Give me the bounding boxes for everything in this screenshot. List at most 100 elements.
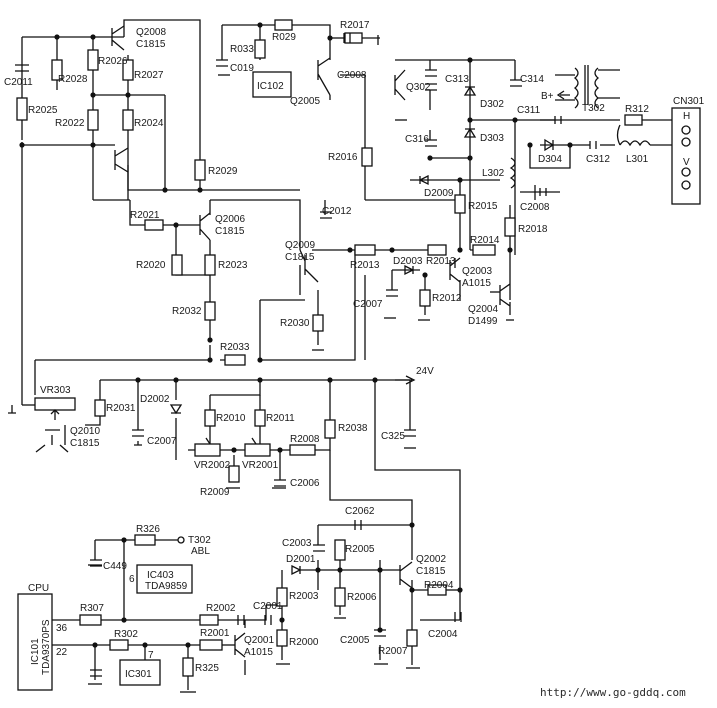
label-c449: C449 <box>103 561 127 572</box>
label-ic101-a: IC101 <box>30 638 41 665</box>
label-d2009: D2009 <box>424 188 454 199</box>
label-ic101-b: TDA9370PS <box>41 619 52 675</box>
label-c2005: C2005 <box>340 635 370 646</box>
label-c2007a: C2007 <box>353 299 383 310</box>
label-r312: R312 <box>625 104 649 115</box>
label-r2012: R2012 <box>432 293 462 304</box>
label-c316: C316 <box>405 134 429 145</box>
label-bplus: B+ <box>541 91 554 102</box>
label-c2006: C2006 <box>290 478 320 489</box>
label-pin-v: V <box>683 157 690 168</box>
label-r2006: R2006 <box>347 592 377 603</box>
label-r2021: R2021 <box>130 210 160 221</box>
label-q2010-a: Q2010 <box>70 426 100 437</box>
label-pin22: 22 <box>56 647 68 658</box>
label-r2023: R2023 <box>218 260 248 271</box>
label-l302: L302 <box>482 168 505 179</box>
label-t302: T302 <box>582 103 605 114</box>
label-r033: R033 <box>230 44 254 55</box>
label-q2009-a: Q2009 <box>285 240 315 251</box>
label-r2013b: R2013 <box>426 256 456 267</box>
label-r2005: R2005 <box>345 544 375 555</box>
label-r2013a: R2013 <box>350 260 380 271</box>
label-q2004-b: D1499 <box>468 316 498 327</box>
label-q2006-a: Q2006 <box>215 214 245 225</box>
label-r2015: R2015 <box>468 201 498 212</box>
label-r2011: R2011 <box>266 413 295 424</box>
label-pin6: 6 <box>129 574 135 585</box>
label-r2031: R2031 <box>106 403 136 414</box>
label-r2002: R2002 <box>206 603 236 614</box>
label-r2016: R2016 <box>328 152 358 163</box>
label-r2010: R2010 <box>216 413 246 424</box>
label-pin-h: H <box>683 111 690 122</box>
label-ic403-b: TDA9859 <box>145 581 188 592</box>
label-cn301: CN301 <box>673 96 705 107</box>
label-r2003: R2003 <box>289 591 319 602</box>
label-c314: C314 <box>520 74 544 85</box>
label-r2004: R2004 <box>424 580 454 591</box>
label-r2026: R2026 <box>98 56 128 67</box>
label-r2038: R2038 <box>338 423 368 434</box>
transistor-symbols <box>35 25 511 658</box>
label-vr303: VR303 <box>40 385 71 396</box>
label-r2030: R2030 <box>280 318 310 329</box>
label-c313: C313 <box>445 74 469 85</box>
label-c2001: C2001 <box>253 601 283 612</box>
label-pin7: 7 <box>148 650 154 661</box>
label-r2033: R2033 <box>220 342 250 353</box>
junction-dots <box>19 22 573 648</box>
label-q2003-a: Q2003 <box>462 266 492 277</box>
label-r2027: R2027 <box>134 70 164 81</box>
label-q2006-b: C1815 <box>215 226 245 237</box>
label-c2008b: C2008 <box>520 202 550 213</box>
label-d2003: D2003 <box>393 256 423 267</box>
label-ic301: IC301 <box>125 669 152 680</box>
label-q302: Q302 <box>406 82 431 93</box>
label-q2008-b: C1815 <box>136 39 166 50</box>
label-d303: D303 <box>480 133 504 144</box>
label-r302: R302 <box>114 629 138 640</box>
label-t302abl-a: T302 <box>188 535 211 546</box>
label-r2017: R2017 <box>340 20 370 31</box>
label-r307: R307 <box>80 603 104 614</box>
label-c325: C325 <box>381 431 405 442</box>
label-ic102: IC102 <box>257 81 284 92</box>
label-r326: R326 <box>136 524 160 535</box>
label-c2012: C2012 <box>322 206 352 217</box>
component-labels: C2011 R2028 R2026 R2027 Q2008 C1815 R202… <box>4 20 705 680</box>
label-r325: R325 <box>195 663 219 674</box>
label-r2024: R2024 <box>134 118 164 129</box>
label-cpu: CPU <box>28 583 49 594</box>
label-q2008-a: Q2008 <box>136 27 166 38</box>
label-pin36: 36 <box>56 623 68 634</box>
label-r2020: R2020 <box>136 260 166 271</box>
label-r2001: R2001 <box>200 628 230 639</box>
label-d302: D302 <box>480 99 504 110</box>
label-24v: 24V <box>416 366 434 377</box>
label-r2029: R2029 <box>208 166 238 177</box>
label-c2003: C2003 <box>282 538 312 549</box>
label-r2014: R2014 <box>470 235 500 246</box>
label-d2002: D2002 <box>140 394 170 405</box>
label-q2002-a: Q2002 <box>416 554 446 565</box>
label-r029: R029 <box>272 32 296 43</box>
label-q2010-b: C1815 <box>70 438 100 449</box>
label-r2018: R2018 <box>518 224 548 235</box>
label-r2025: R2025 <box>28 105 58 116</box>
label-q2002-b: C1815 <box>416 566 446 577</box>
label-r2022: R2022 <box>55 118 85 129</box>
label-q2005: Q2005 <box>290 96 320 107</box>
label-vr2001: VR2001 <box>242 460 279 471</box>
label-q2001-b: A1015 <box>244 647 273 658</box>
label-r2032: R2032 <box>172 306 202 317</box>
label-q2003-b: A1015 <box>462 278 491 289</box>
label-t302abl-b: ABL <box>191 546 210 557</box>
label-r2009: R2009 <box>200 487 230 498</box>
label-q2009-b: C1815 <box>285 252 315 263</box>
label-vr2002: VR2002 <box>194 460 231 471</box>
label-r2000: R2000 <box>289 637 319 648</box>
component-shapes <box>15 19 701 691</box>
label-d304: D304 <box>538 154 562 165</box>
